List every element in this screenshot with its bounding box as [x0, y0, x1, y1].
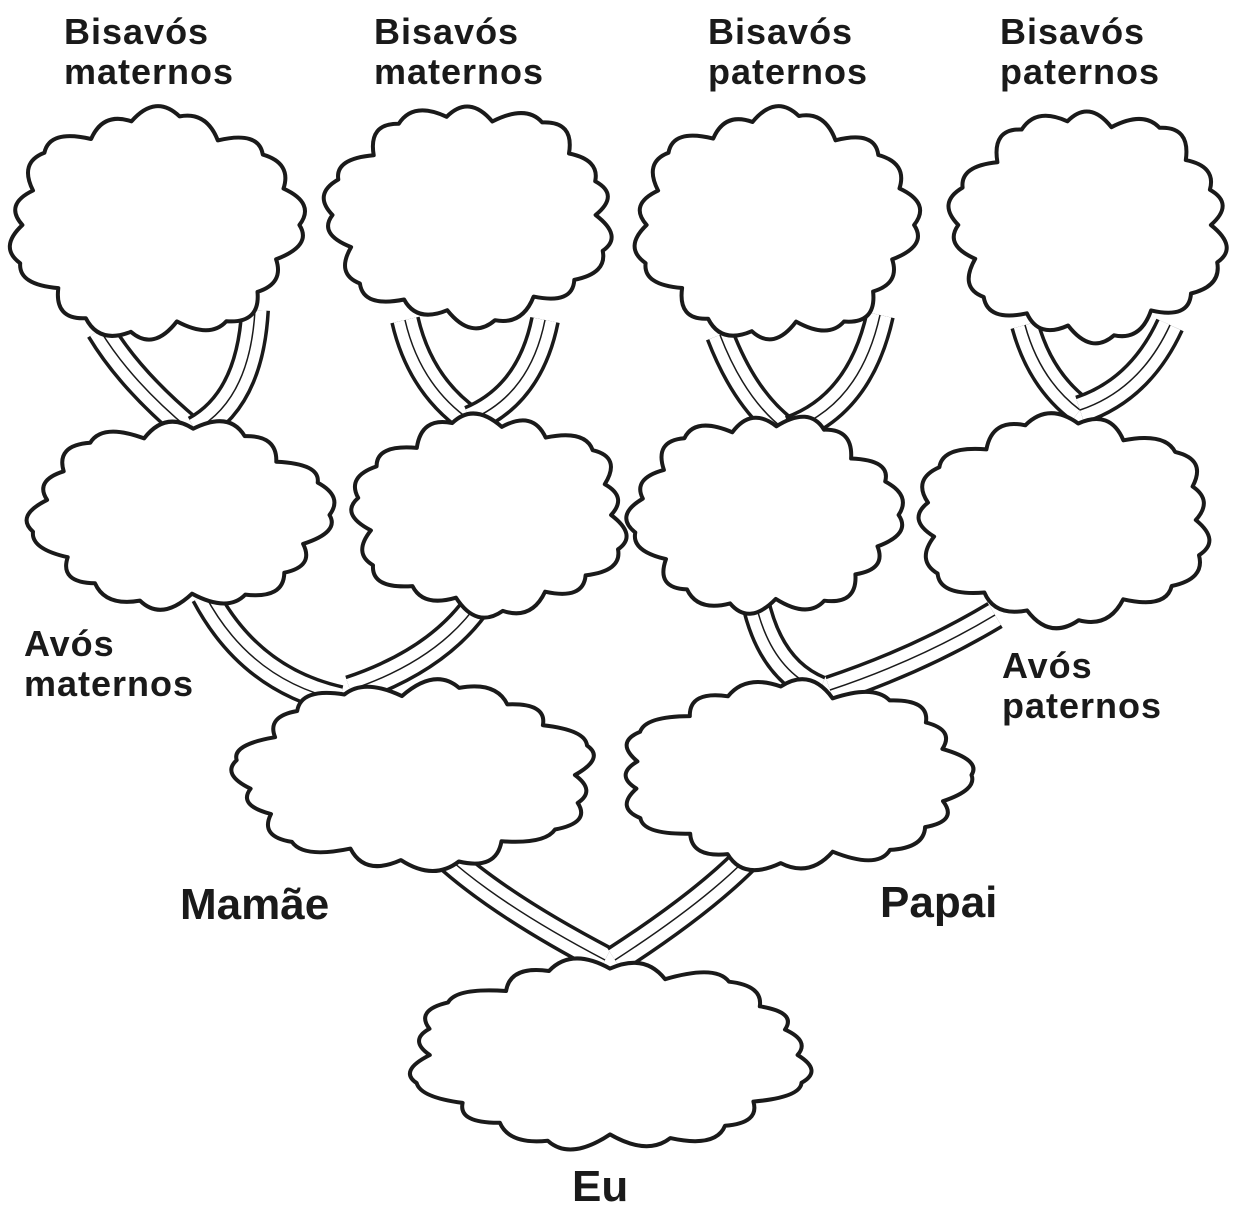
crown-father: [626, 679, 974, 870]
branch-father: [615, 860, 745, 960]
crown-grandparent-maternal-1: [27, 421, 335, 610]
label-great-grandparents-paternal-1: Bisavós paternos: [708, 12, 868, 93]
branch-ggp-3-right: [790, 315, 880, 430]
branch-gp-maternal-right: [350, 600, 480, 690]
branch-gp-paternal-right: [830, 615, 995, 690]
crown-grandparent-paternal-1: [626, 417, 903, 614]
branch-ggp-1-left: [100, 330, 190, 430]
crown-grandparent-maternal-2: [351, 414, 626, 618]
label-great-grandparents-maternal-2: Bisavós maternos: [374, 12, 544, 93]
crown-great-grandparent-3: [635, 106, 921, 339]
branch-ggp-2-right: [470, 320, 545, 420]
branch-ggp-4-left: [1025, 325, 1080, 410]
label-great-grandparents-paternal-2: Bisavós paternos: [1000, 12, 1160, 93]
label-father: Papai: [880, 878, 997, 927]
branch-mother: [445, 855, 605, 960]
branch-ggp-2-left: [405, 320, 470, 420]
crown-me: [410, 958, 812, 1149]
label-grandparents-paternal: Avós paternos: [1002, 646, 1162, 727]
branch-gp-paternal-left: [755, 600, 820, 690]
label-grandparents-maternal: Avós maternos: [24, 624, 194, 705]
branch-gp-maternal-left: [205, 595, 340, 700]
crown-great-grandparent-2: [324, 107, 612, 329]
crown-mother: [231, 679, 594, 871]
crown-great-grandparent-1: [10, 106, 305, 340]
tree-branches: [100, 310, 1170, 960]
crown-grandparent-paternal-2: [919, 413, 1210, 628]
label-me: Eu: [572, 1162, 628, 1211]
label-great-grandparents-maternal-1: Bisavós maternos: [64, 12, 234, 93]
label-mother: Mamãe: [180, 880, 329, 929]
branch-ggp-3-left: [720, 335, 785, 430]
crown-great-grandparent-4: [948, 111, 1226, 343]
